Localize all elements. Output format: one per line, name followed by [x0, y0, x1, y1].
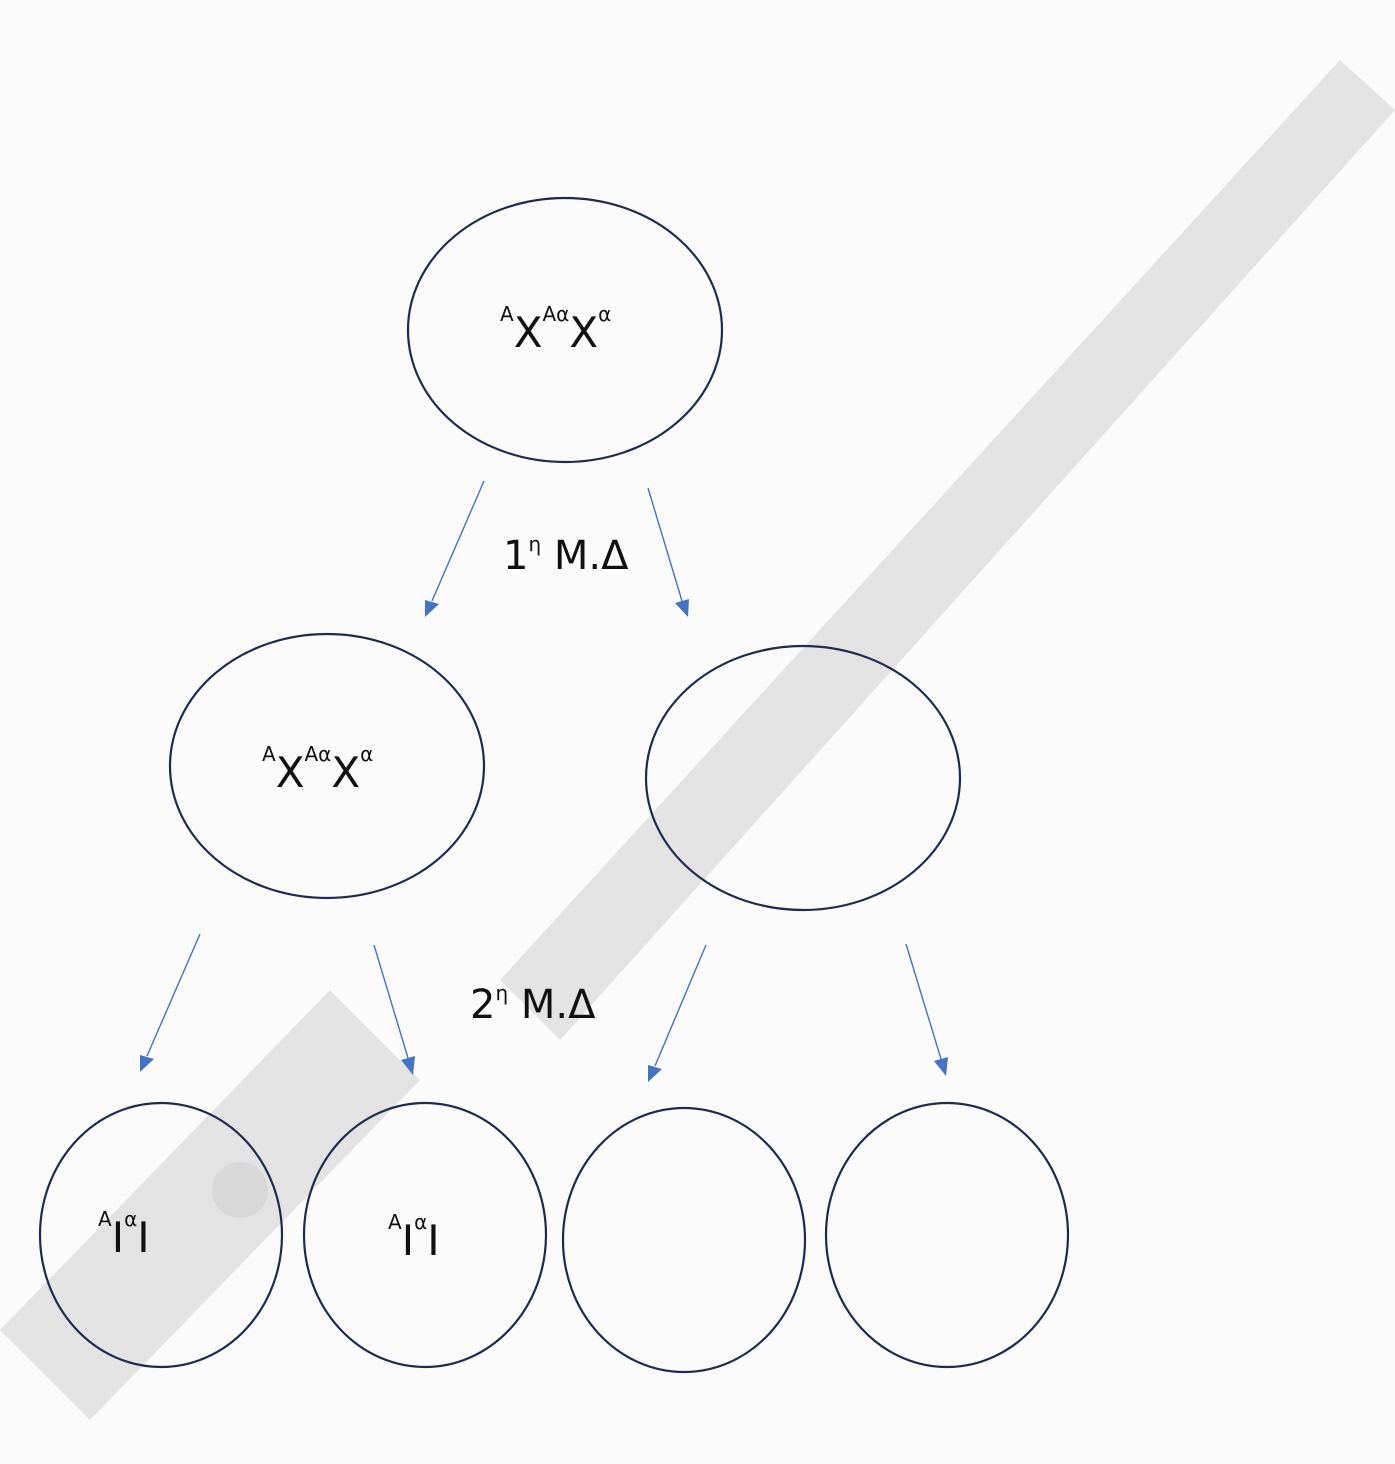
parent-cell-genotype: AXAαXα [500, 302, 612, 357]
meiosis1-left-genotype: AXAαXα [262, 742, 374, 797]
arrow-right-to-gamete-4 [905, 943, 948, 1076]
gamete-2-cell [302, 1101, 548, 1369]
arrow-right-to-gamete-3 [648, 944, 707, 1082]
parent-cell [406, 196, 724, 464]
gamete-4-cell [824, 1101, 1070, 1369]
arrow-left-to-gamete-2 [373, 944, 415, 1075]
arrow-parent-to-left [425, 480, 485, 617]
watermark-logo [0, 60, 1395, 1420]
gamete-2-genotype: AIαI [388, 1210, 440, 1265]
watermark-dot [212, 1162, 268, 1218]
division-1-label: 1η Μ.Δ [503, 532, 629, 579]
division-2-label: 2η Μ.Δ [470, 981, 596, 1028]
meiosis1-left-cell [168, 632, 486, 900]
arrow-left-to-gamete-1 [140, 933, 201, 1072]
meiosis1-right-cell [644, 644, 962, 912]
gamete-1-cell [38, 1101, 284, 1369]
watermark-bar-shape [0, 990, 420, 1420]
gamete-3-cell [561, 1106, 807, 1374]
gamete-1-genotype: AIαI [98, 1207, 150, 1262]
arrow-parent-to-right [647, 487, 689, 617]
watermark-slash-shape [500, 60, 1395, 1040]
